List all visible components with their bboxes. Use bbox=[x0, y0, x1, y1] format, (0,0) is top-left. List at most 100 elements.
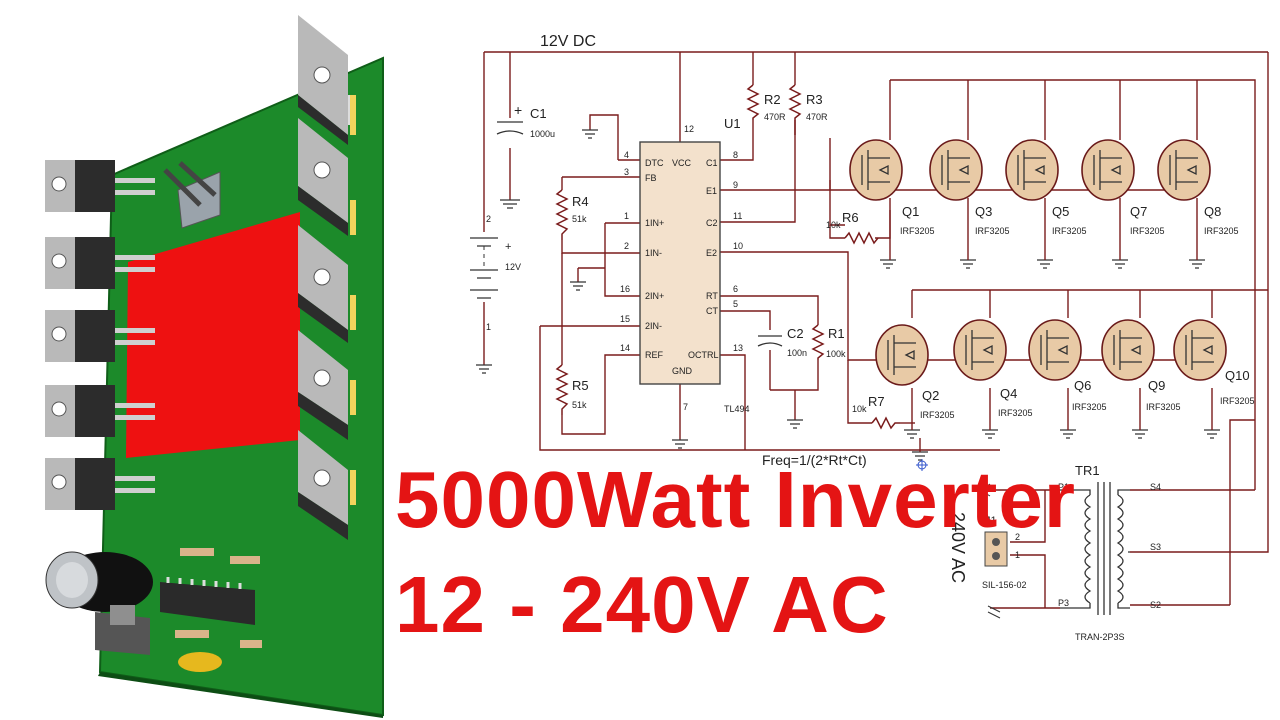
q6-part: IRF3205 bbox=[1072, 402, 1107, 412]
mosfet-row-bottom: Q2 IRF3205 Q4 IRF3205 Q6 IRF3205 Q9 IRF3… bbox=[875, 319, 1255, 420]
transformer-tr1: TR1 TRAN-2P3S P1 P3 S4 S3 S2 bbox=[1058, 463, 1161, 642]
pin-num-in2p: 16 bbox=[620, 284, 630, 294]
mosfet-q5: Q5 IRF3205 bbox=[1005, 139, 1087, 236]
r3-resistor: R3 470R bbox=[788, 84, 828, 135]
pin-name-rt: RT bbox=[706, 291, 718, 301]
r1-value: 100k bbox=[826, 349, 846, 359]
pin-name-dtc: DTC bbox=[645, 158, 664, 168]
pin-num-gnd: 7 bbox=[683, 402, 688, 412]
pin-name-fb: FB bbox=[645, 173, 657, 183]
q1-ref: Q1 bbox=[902, 204, 919, 219]
battery-pin-top: 2 bbox=[486, 214, 491, 224]
battery-plus: + bbox=[505, 241, 511, 253]
ic-package bbox=[160, 577, 255, 625]
q5-ref: Q5 bbox=[1052, 204, 1069, 219]
pin-num-fb: 3 bbox=[624, 167, 629, 177]
q8-part: IRF3205 bbox=[1204, 226, 1239, 236]
pin-num-in1p: 1 bbox=[624, 211, 629, 221]
c1-plus: + bbox=[514, 102, 522, 118]
pin-num-c2: 11 bbox=[733, 211, 742, 221]
r5-resistor: R5 51k bbox=[555, 364, 589, 415]
r2-resistor: R2 470R bbox=[746, 84, 786, 122]
q7-part: IRF3205 bbox=[1130, 226, 1165, 236]
r5-ref: R5 bbox=[572, 378, 589, 393]
pin-name-in1n: 1IN- bbox=[645, 248, 662, 258]
r2-ref: R2 bbox=[764, 92, 781, 107]
r4-ref: R4 bbox=[572, 194, 589, 209]
mosfet-source-wires bbox=[889, 198, 1213, 452]
q8-ref: Q8 bbox=[1204, 204, 1221, 219]
mosfet-q8: Q8 IRF3205 bbox=[1157, 139, 1239, 236]
tr1-part: TRAN-2P3S bbox=[1075, 632, 1125, 642]
mosfet-q7: Q7 IRF3205 bbox=[1081, 139, 1165, 236]
pin-num-e2: 10 bbox=[733, 241, 743, 251]
pin-name-e1: E1 bbox=[706, 186, 717, 196]
pin-name-ct: CT bbox=[706, 306, 718, 316]
pin-name-in2p: 2IN+ bbox=[645, 291, 664, 301]
r4-value: 51k bbox=[572, 214, 587, 224]
c2-ref: C2 bbox=[787, 326, 804, 341]
connector-j1: J1 SIL-156-02 2 1 240V AC bbox=[948, 483, 1027, 619]
pin-num-ct: 5 bbox=[733, 299, 738, 309]
q5-part: IRF3205 bbox=[1052, 226, 1087, 236]
c1-ref: C1 bbox=[530, 106, 547, 121]
mosfet-q2: Q2 IRF3205 bbox=[875, 324, 955, 420]
q6-ref: Q6 bbox=[1074, 378, 1091, 393]
r7-resistor: R7 10k bbox=[852, 394, 900, 430]
j1-part: SIL-156-02 bbox=[982, 580, 1027, 590]
output-voltage-label: 240V AC bbox=[948, 512, 968, 583]
q3-part: IRF3205 bbox=[975, 226, 1010, 236]
mosfet-q4: Q4 IRF3205 bbox=[953, 319, 1033, 418]
pin-name-e2: E2 bbox=[706, 248, 717, 258]
supply-label: 12V DC bbox=[540, 33, 596, 50]
probe-marker bbox=[916, 459, 928, 471]
pin-name-vcc: VCC bbox=[672, 158, 692, 168]
mosfet-q3: Q3 IRF3205 bbox=[929, 139, 1010, 236]
battery-pin-bottom: 1 bbox=[486, 322, 491, 332]
q2-part: IRF3205 bbox=[920, 410, 955, 420]
tr1-s3: S3 bbox=[1150, 542, 1161, 552]
tr1-ref: TR1 bbox=[1075, 463, 1100, 478]
silkscreen-pins bbox=[350, 95, 356, 505]
left-mosfet-column bbox=[45, 160, 155, 510]
tr1-p1: P1 bbox=[1058, 482, 1069, 492]
pin-num-rt: 6 bbox=[733, 284, 738, 294]
q4-ref: Q4 bbox=[1000, 386, 1017, 401]
q4-part: IRF3205 bbox=[998, 408, 1033, 418]
tr1-s4: S4 bbox=[1150, 482, 1161, 492]
right-mosfet-column bbox=[298, 15, 352, 540]
c2-value: 100n bbox=[787, 348, 807, 358]
mosfet-q10: Q10 IRF3205 bbox=[1173, 319, 1255, 406]
q1-part: IRF3205 bbox=[900, 226, 935, 236]
mosfet-q6: Q6 IRF3205 bbox=[1028, 319, 1107, 412]
q3-ref: Q3 bbox=[975, 204, 992, 219]
r1-resistor: R1 100k bbox=[811, 324, 846, 360]
tr1-p3: P3 bbox=[1058, 598, 1069, 608]
r4-resistor: R4 51k bbox=[555, 189, 589, 240]
q9-ref: Q9 bbox=[1148, 378, 1165, 393]
pin-num-in1n: 2 bbox=[624, 241, 629, 251]
j1-pin1: 1 bbox=[1015, 550, 1020, 560]
heatsink-part bbox=[163, 161, 221, 229]
pin-name-c2: C2 bbox=[706, 218, 718, 228]
small-components bbox=[95, 548, 262, 672]
j1-ref: J1 bbox=[985, 515, 997, 527]
title-line-1: 5000Watt Inverter bbox=[395, 455, 1076, 544]
ic-part: TL494 bbox=[724, 404, 750, 414]
frequency-formula: Freq=1/(2*Rt*Ct) bbox=[762, 452, 867, 468]
copper-pour bbox=[126, 212, 300, 458]
q2-ref: Q2 bbox=[922, 388, 939, 403]
r3-ref: R3 bbox=[806, 92, 823, 107]
q10-ref: Q10 bbox=[1225, 368, 1250, 383]
pin-name-c1: C1 bbox=[706, 158, 718, 168]
title-line-2: 12 - 240V AC bbox=[395, 560, 889, 649]
mosfet-q1: Q1 IRF3205 bbox=[849, 139, 935, 236]
j1-pin2: 2 bbox=[1015, 532, 1020, 542]
q10-part: IRF3205 bbox=[1220, 396, 1255, 406]
c2-capacitor: C2 100n bbox=[757, 326, 807, 358]
mosfet-q9: Q9 IRF3205 bbox=[1101, 319, 1181, 412]
battery-symbol: 2 1 + 12V bbox=[470, 214, 521, 332]
c1-capacitor: + C1 1000u bbox=[496, 102, 555, 139]
mosfet-row-top: Q1 IRF3205 Q3 IRF3205 Q5 IRF3205 Q7 IRF3… bbox=[849, 139, 1239, 236]
